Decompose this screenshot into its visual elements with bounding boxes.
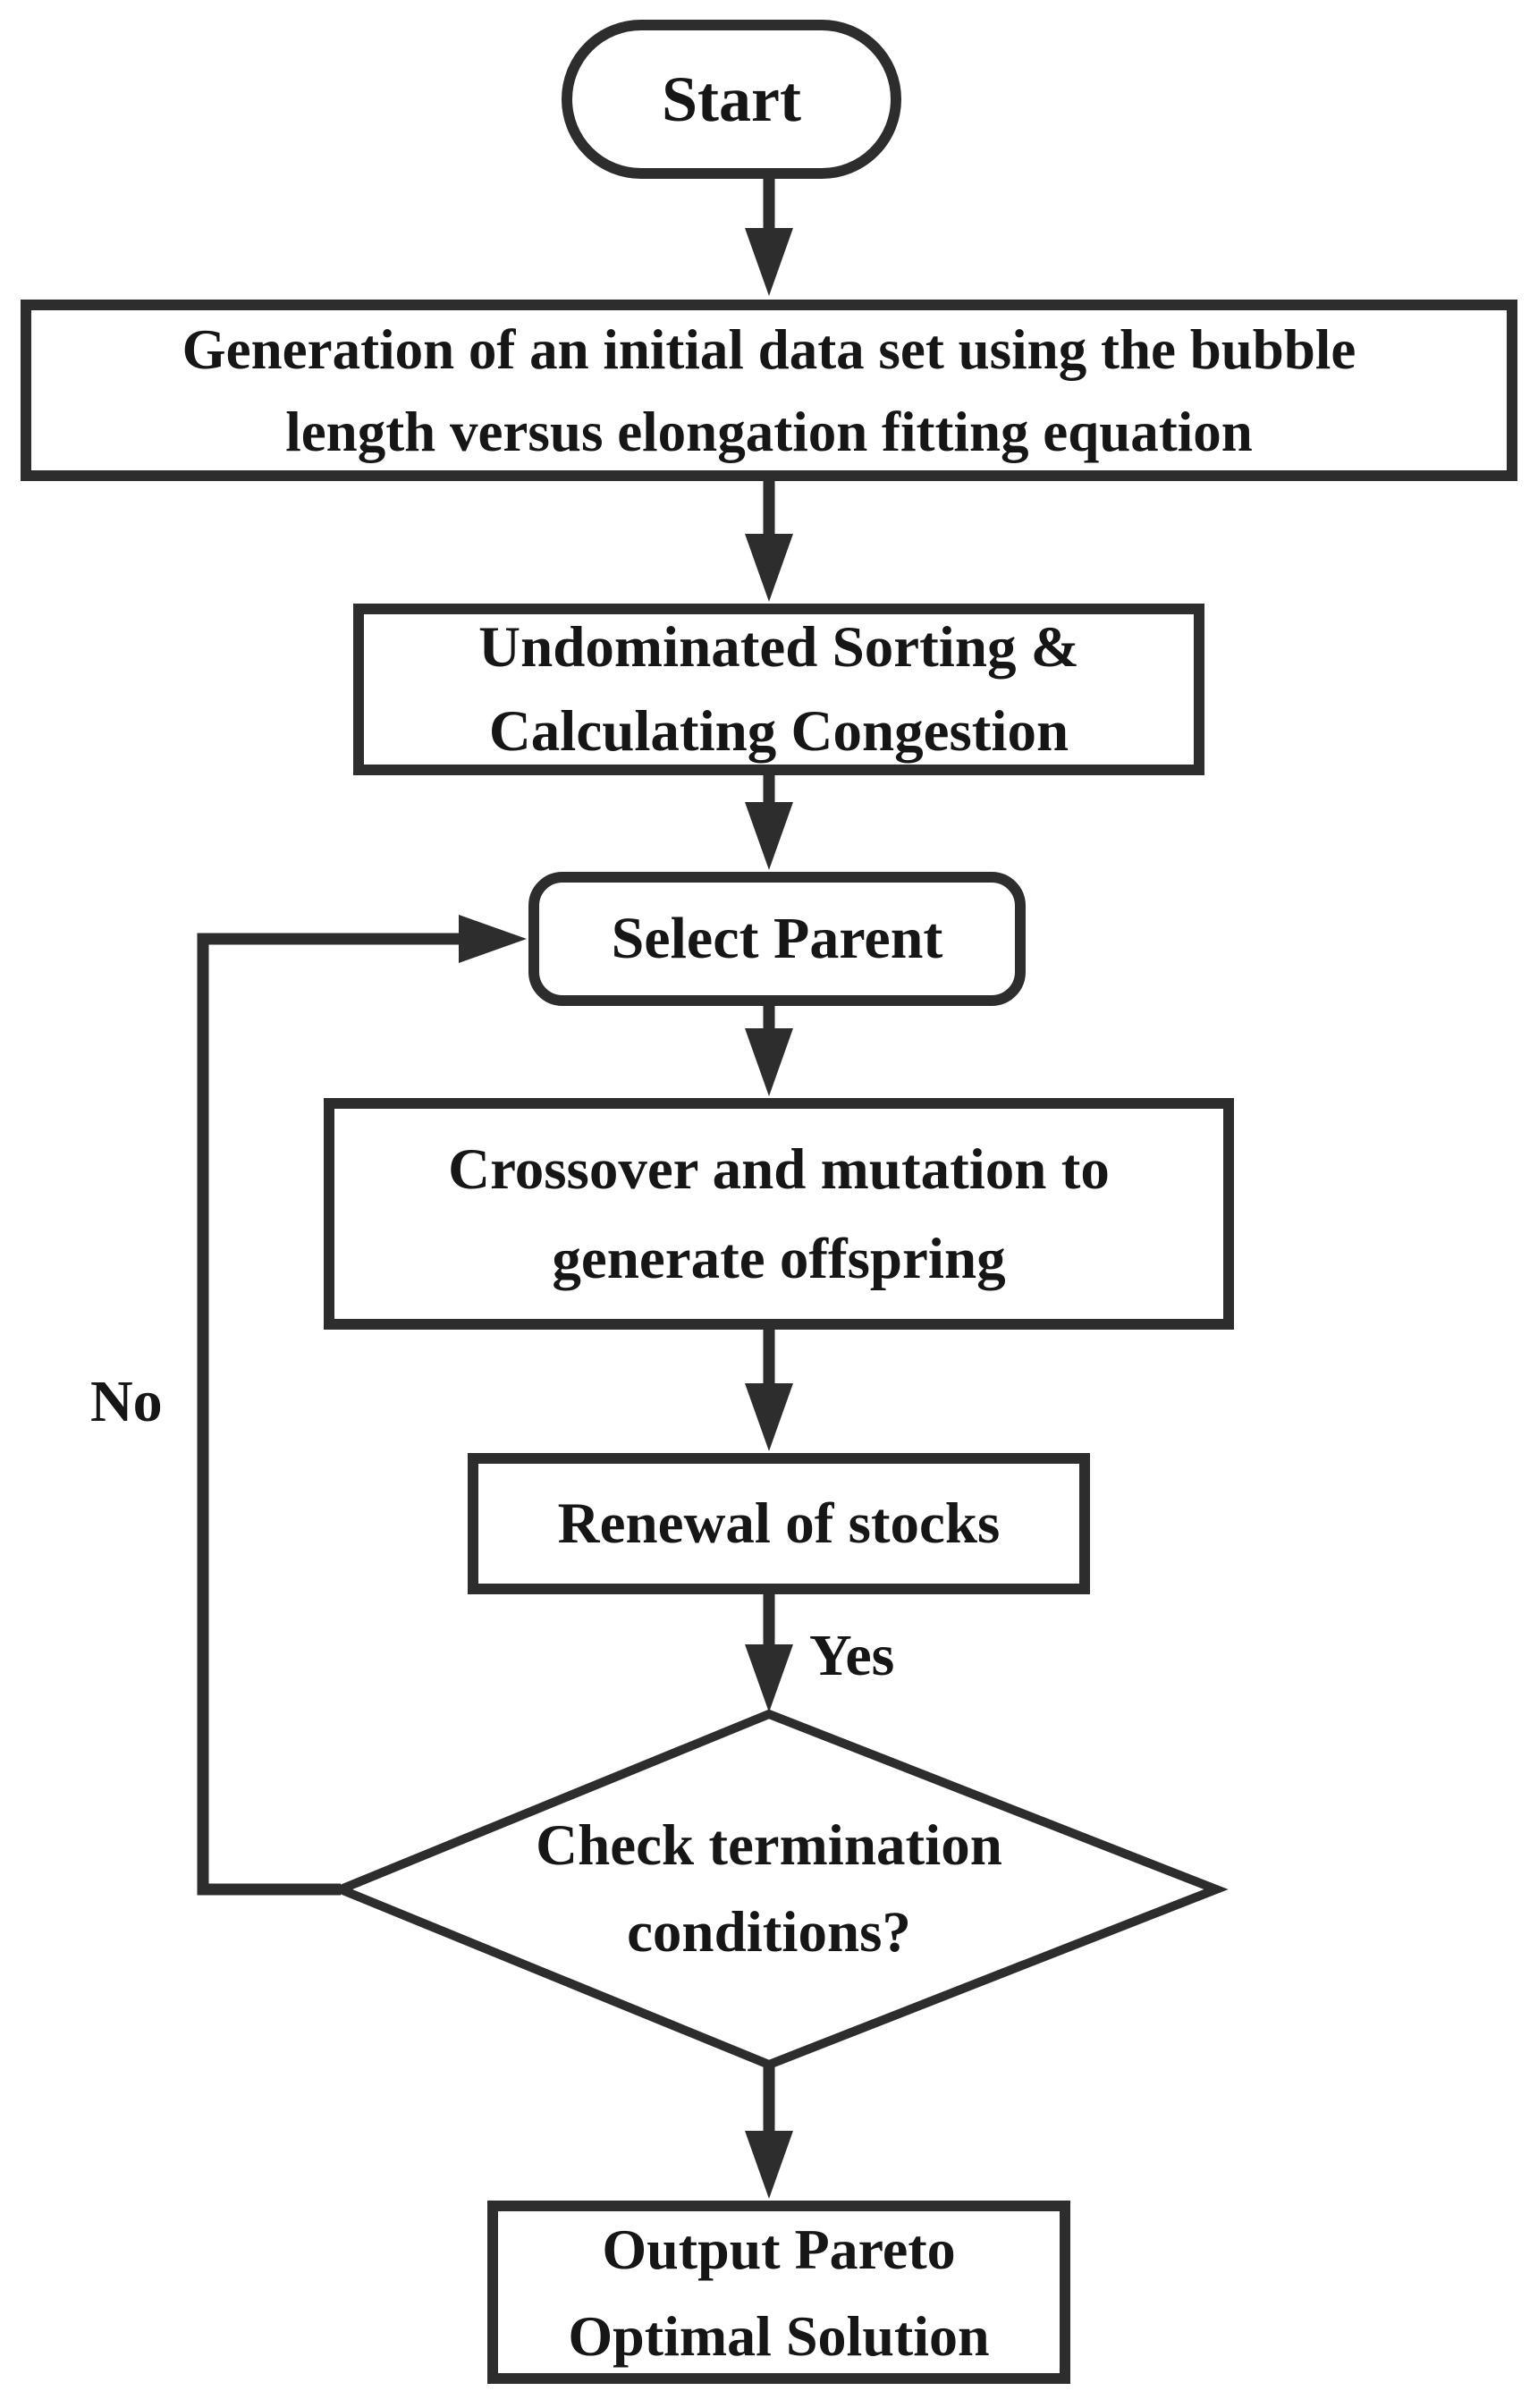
node-renewal-label: Renewal of stocks bbox=[557, 1491, 1001, 1556]
node-output-pareto-solution: Output Pareto Optimal Solution bbox=[487, 2201, 1070, 2384]
node-select-parent-label: Select Parent bbox=[611, 906, 943, 971]
edge-sorting-to-select-parent bbox=[745, 773, 793, 870]
node-start-label: Start bbox=[662, 63, 801, 135]
edge-crossover-to-renewal bbox=[745, 1328, 793, 1451]
node-generate-initial-data-set: Generation of an initial data set using … bbox=[21, 300, 1517, 481]
node-decision-line-1: Check termination bbox=[536, 1813, 1002, 1878]
edge-renewal-to-decision bbox=[745, 1593, 793, 1712]
edge-start-to-generation bbox=[745, 179, 793, 296]
node-sorting-line-2: Calculating Congestion bbox=[488, 699, 1069, 764]
node-generate-line-2: length versus elongation fitting equatio… bbox=[285, 400, 1253, 463]
node-check-termination: Check termination conditions? bbox=[478, 1803, 1060, 1976]
edge-decision-to-output bbox=[745, 2063, 793, 2199]
node-generate-line-1: Generation of an initial data set using … bbox=[182, 317, 1356, 381]
node-crossover-mutation: Crossover and mutation to generate offsp… bbox=[324, 1098, 1234, 1330]
node-renewal-of-stocks: Renewal of stocks bbox=[468, 1453, 1090, 1594]
decision-diamond-shape bbox=[328, 1709, 1229, 2070]
node-decision-line-2: conditions? bbox=[627, 1900, 911, 1964]
edge-label-no: No bbox=[90, 1369, 163, 1434]
edge-select-parent-to-crossover bbox=[745, 1004, 793, 1096]
node-crossover-line-2: generate offspring bbox=[552, 1226, 1006, 1291]
node-crossover-line-1: Crossover and mutation to bbox=[448, 1136, 1110, 1202]
node-start: Start bbox=[562, 20, 901, 179]
edge-label-yes: Yes bbox=[809, 1623, 895, 1688]
node-undominated-sorting: Undominated Sorting & Calculating Conges… bbox=[353, 604, 1204, 775]
node-output-line-1: Output Pareto bbox=[602, 2217, 956, 2281]
edge-no-loop-decision-to-select-parent bbox=[197, 915, 527, 1896]
node-select-parent: Select Parent bbox=[528, 872, 1026, 1006]
edge-generation-to-sorting bbox=[745, 479, 793, 602]
node-output-line-2: Optimal Solution bbox=[568, 2303, 990, 2368]
node-sorting-line-1: Undominated Sorting & bbox=[478, 615, 1079, 680]
